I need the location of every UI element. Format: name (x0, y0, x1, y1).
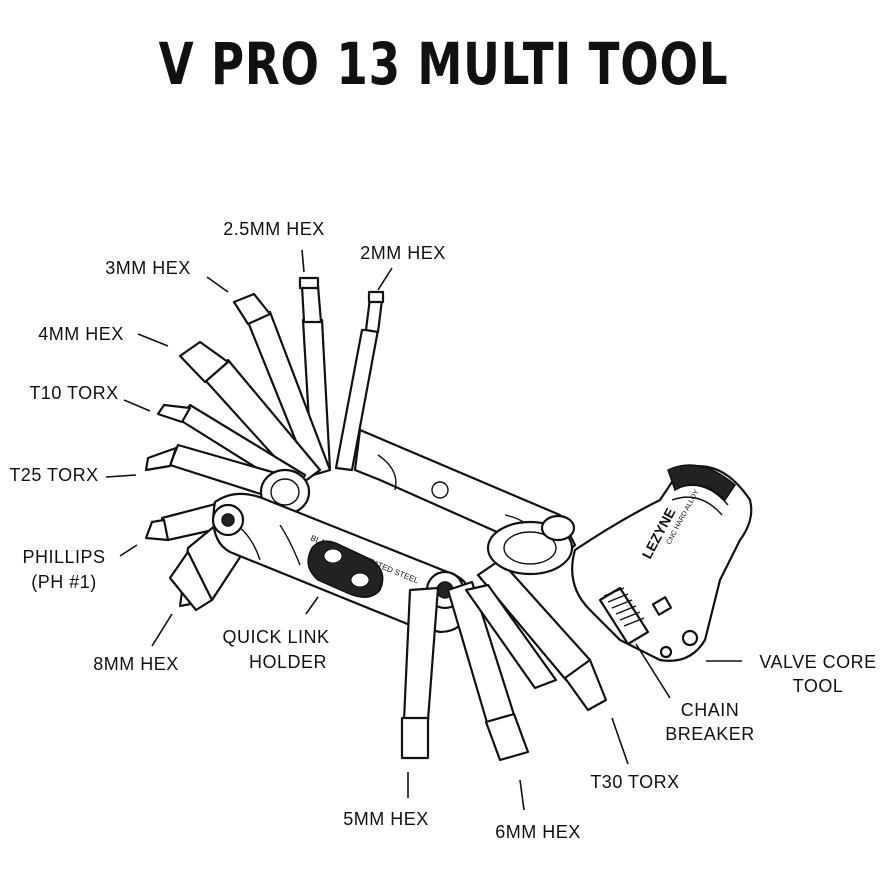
chain-breaker: LEZYNE CNC HARD ALLOY (571, 464, 753, 662)
label-quick-link-line2: HOLDER (249, 652, 327, 672)
label-chain-breaker-line2: BREAKER (665, 724, 755, 744)
label-valve-core-line1: VALVE CORE (759, 652, 876, 672)
label-phillips-line1: PHILLIPS (22, 547, 105, 567)
label-valve-core-line2: TOOL (793, 676, 844, 696)
bit-6mm-hex (446, 580, 530, 762)
label-6mm-hex: 6MM HEX (495, 822, 581, 842)
leader-lines (105, 249, 742, 811)
label-t25-torx: T25 TORX (9, 465, 98, 485)
label-t10-torx: T10 TORX (29, 383, 118, 403)
tool-illustration: BLACK HEAT-TREATED STEEL (144, 276, 753, 762)
bit-5mm-hex (400, 586, 440, 760)
label-chain-breaker-line1: CHAIN (681, 700, 740, 720)
bit-2mm-hex (334, 290, 385, 472)
bit-t30-torx (476, 558, 608, 712)
page-title: V PRO 13 MULTI TOOL (158, 30, 729, 98)
quick-link (307, 540, 384, 598)
label-8mm-hex: 8MM HEX (93, 654, 179, 674)
label-3mm-hex: 3MM HEX (105, 258, 191, 278)
label-2mm-hex: 2MM HEX (360, 243, 446, 263)
part-labels: 2.5MM HEX 2MM HEX 3MM HEX 4MM HEX T10 TO… (9, 219, 876, 842)
label-4mm-hex: 4MM HEX (38, 324, 124, 344)
label-quick-link-line1: QUICK LINK (222, 627, 329, 647)
bit-4mm-hex (178, 340, 322, 487)
label-2-5mm-hex: 2.5MM HEX (223, 219, 325, 239)
label-5mm-hex: 5MM HEX (343, 809, 429, 829)
label-t30-torx: T30 TORX (590, 772, 679, 792)
bit-3mm-hex (232, 292, 332, 478)
label-phillips-line2: (PH #1) (31, 572, 97, 592)
